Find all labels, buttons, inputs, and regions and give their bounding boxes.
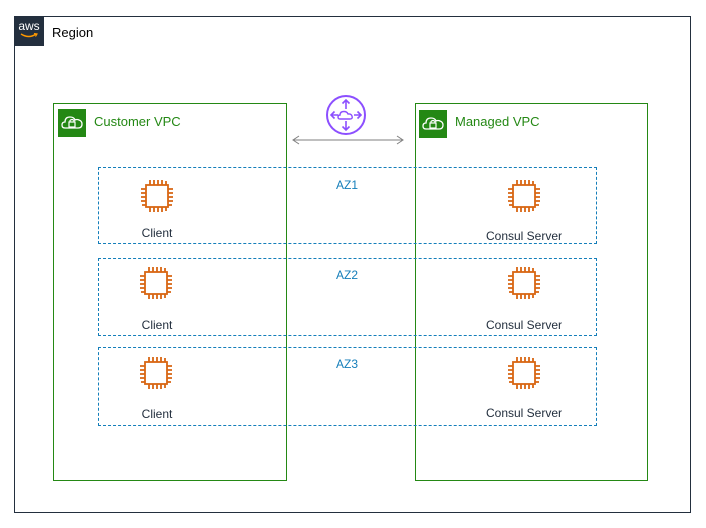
az1-group [98, 167, 597, 244]
ec2-instance-icon [139, 266, 173, 300]
client-label: Client [141, 318, 173, 332]
connection-arrow [292, 135, 404, 145]
az1-label: AZ1 [335, 178, 358, 192]
consul-server-label: Consul Server [485, 406, 563, 420]
region-group [14, 16, 691, 513]
aws-logo-icon: aws [14, 16, 44, 46]
consul-server-label: Consul Server [485, 318, 563, 332]
ec2-instance-icon [507, 356, 541, 390]
az2-label: AZ2 [335, 268, 358, 282]
customer-vpc-group [53, 103, 287, 481]
aws-logo-text: aws [18, 19, 40, 33]
managed-vpc-group [415, 103, 648, 481]
az3-label: AZ3 [335, 357, 358, 371]
az2-group [98, 258, 597, 336]
ec2-instance-icon [507, 179, 541, 213]
vpc-cloud-lock-icon [419, 110, 447, 138]
client-label: Client [141, 407, 173, 421]
az3-group [98, 347, 597, 426]
consul-server-label: Consul Server [485, 229, 563, 243]
aws-smile-icon [20, 33, 38, 38]
client-label: Client [141, 226, 173, 240]
vpc-cloud-lock-icon [58, 109, 86, 137]
transit-gateway-icon [326, 95, 366, 135]
ec2-instance-icon [140, 179, 174, 213]
ec2-instance-icon [507, 266, 541, 300]
ec2-instance-icon [139, 356, 173, 390]
managed-vpc-label: Managed VPC [455, 114, 540, 129]
region-label: Region [52, 25, 94, 40]
customer-vpc-label: Customer VPC [94, 114, 181, 129]
